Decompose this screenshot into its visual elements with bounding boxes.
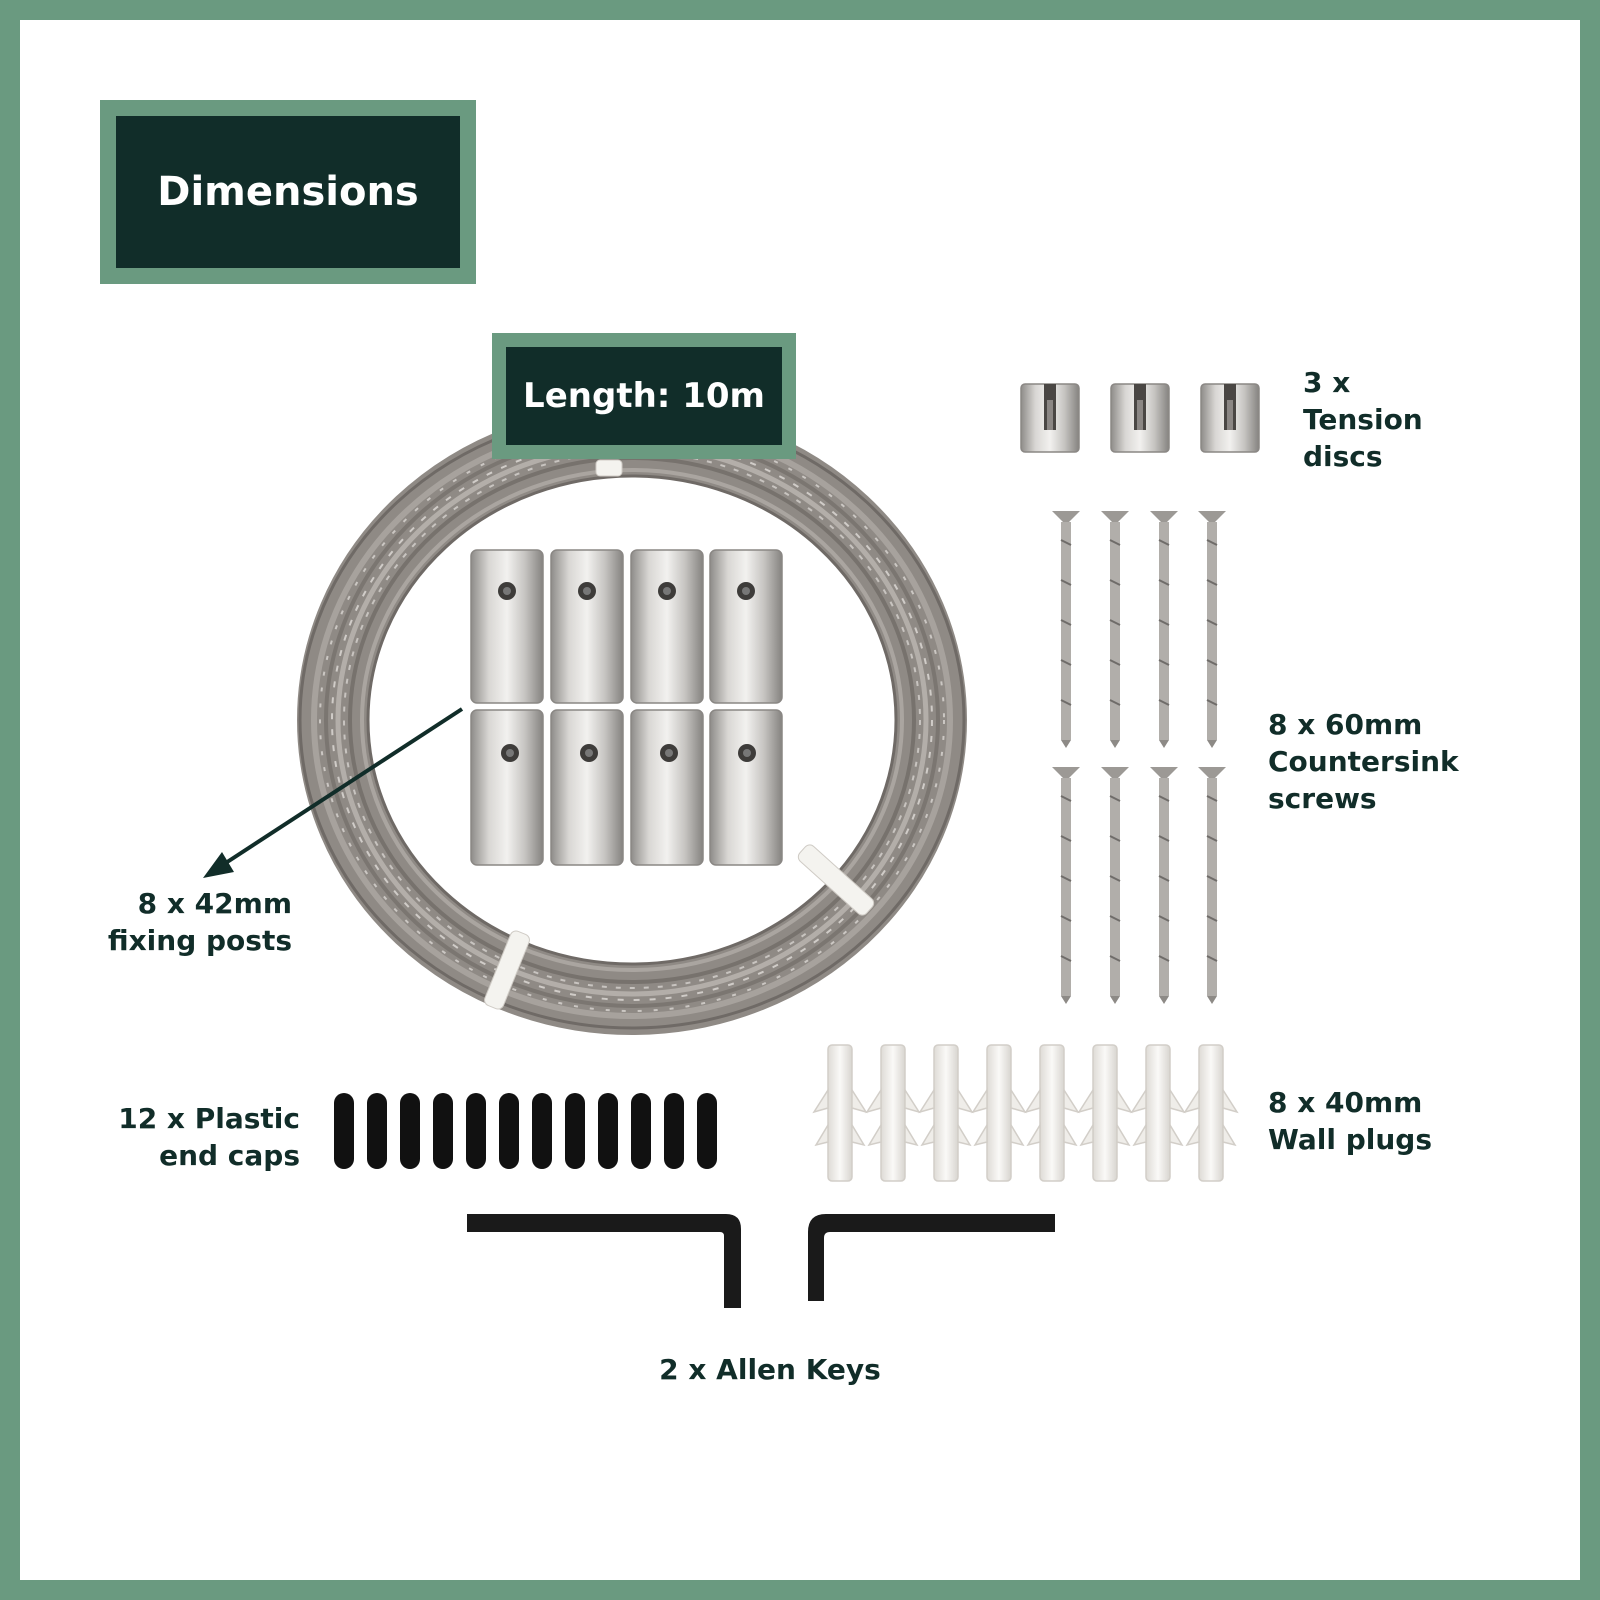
fixing-posts	[470, 549, 783, 866]
countersink-screws-label: 8 x 60mm Countersink screws	[1268, 708, 1459, 815]
fixing-post	[630, 709, 704, 866]
wall-plugs-label: 8 x 40mm Wall plugs	[1268, 1086, 1433, 1156]
allen-key	[467, 1214, 741, 1308]
fixing-posts-arrow	[203, 707, 464, 878]
fixing-post	[709, 709, 783, 866]
cable-length-label: Length: 10m	[506, 347, 782, 445]
cable-coil	[297, 405, 967, 1035]
fixing-post	[470, 709, 544, 866]
wall-plug	[865, 1044, 921, 1182]
end-cap	[664, 1093, 684, 1169]
wall-plug	[1130, 1044, 1186, 1182]
screw	[1101, 767, 1129, 1004]
fixing-posts-label: 8 x 42mm fixing posts	[107, 887, 292, 957]
countersink-screws	[1052, 511, 1226, 1004]
fixing-post	[550, 709, 624, 866]
screw	[1198, 511, 1226, 748]
cable-ties	[484, 459, 875, 1010]
tension-discs	[1020, 383, 1260, 453]
wall-plug	[1024, 1044, 1080, 1182]
title-badge: Dimensions	[100, 100, 476, 284]
fixing-post	[550, 549, 624, 704]
screw	[1198, 767, 1226, 1004]
screw	[1150, 767, 1178, 1004]
page-title: Dimensions	[116, 116, 460, 268]
end-cap	[631, 1093, 651, 1169]
screw	[1101, 511, 1129, 748]
tension-disc	[1020, 383, 1080, 453]
tension-disc	[1110, 383, 1170, 453]
fixing-post	[630, 549, 704, 704]
plastic-end-caps	[334, 1093, 717, 1169]
wall-plug	[1183, 1044, 1239, 1182]
end-cap	[400, 1093, 420, 1169]
end-caps-label: 12 x Plastic end caps	[118, 1102, 300, 1172]
end-cap	[598, 1093, 618, 1169]
end-cap	[499, 1093, 519, 1169]
tension-disc	[1200, 383, 1260, 453]
wall-plug	[812, 1044, 868, 1182]
allen-keys	[467, 1214, 1055, 1308]
fixing-post	[470, 549, 544, 704]
fixing-post	[709, 549, 783, 704]
wall-plug	[971, 1044, 1027, 1182]
end-cap	[532, 1093, 552, 1169]
end-cap	[466, 1093, 486, 1169]
screw	[1052, 511, 1080, 748]
end-cap	[565, 1093, 585, 1169]
end-cap	[367, 1093, 387, 1169]
wall-plug	[1077, 1044, 1133, 1182]
end-cap	[697, 1093, 717, 1169]
screw	[1150, 511, 1178, 748]
end-cap	[433, 1093, 453, 1169]
screw	[1052, 767, 1080, 1004]
wall-plugs	[812, 1044, 1239, 1182]
wall-plug	[918, 1044, 974, 1182]
end-cap	[334, 1093, 354, 1169]
tension-discs-label: 3 x Tension discs	[1303, 366, 1423, 473]
allen-key	[808, 1214, 1055, 1301]
length-badge: Length: 10m	[492, 333, 796, 459]
allen-keys-label: 2 x Allen Keys	[659, 1353, 881, 1386]
